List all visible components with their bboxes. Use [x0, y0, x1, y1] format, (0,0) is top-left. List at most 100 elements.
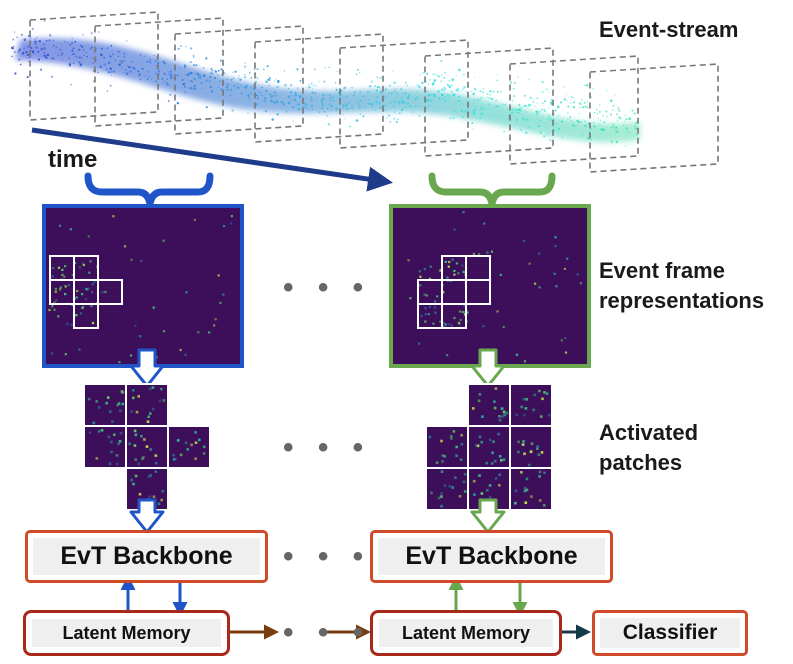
event-point: [516, 76, 519, 78]
patch-pixel: [502, 458, 506, 461]
patch-pixel: [520, 405, 523, 409]
event-point: [146, 78, 149, 80]
event-point: [351, 87, 353, 89]
event-point: [530, 104, 532, 107]
event-point: [406, 102, 410, 105]
event-point: [206, 79, 209, 82]
event-point: [192, 63, 196, 67]
event-stream: [10, 19, 640, 147]
event-point: [571, 120, 573, 123]
event-point: [440, 74, 443, 76]
event-point: [50, 57, 53, 60]
patch-pixel: [97, 406, 101, 409]
event-pixel: [112, 215, 115, 218]
patch-to-backbone-arrow-right: [470, 498, 506, 534]
event-point: [322, 97, 325, 100]
event-point: [327, 103, 330, 106]
event-point: [509, 81, 513, 84]
event-pixel: [566, 257, 569, 260]
activated-patches-label-line1: Activated: [599, 420, 699, 445]
event-point: [192, 78, 194, 80]
patch-pixel: [202, 452, 206, 455]
event-point: [388, 91, 391, 94]
event-pixel: [54, 287, 57, 290]
event-point: [36, 46, 38, 48]
event-pixel: [463, 305, 466, 308]
event-point: [261, 86, 263, 89]
event-point: [476, 99, 480, 102]
patch-pixel: [514, 489, 518, 493]
patch-pixel: [523, 413, 526, 417]
event-point: [546, 133, 549, 136]
event-point: [79, 44, 82, 47]
event-frame-left-grid: [49, 255, 123, 329]
event-stream-label: Event-stream: [599, 17, 739, 42]
frame-to-patch-arrow-left: [129, 348, 165, 388]
patch-pixel: [158, 399, 162, 403]
event-point: [418, 105, 420, 107]
patch-pixel: [493, 459, 497, 463]
patch-pixel: [194, 431, 197, 434]
event-point: [421, 71, 425, 75]
patch-pixel: [498, 418, 502, 422]
brace-blue: [84, 172, 214, 205]
event-pixel: [229, 222, 233, 225]
backbone-box-left: EvT Backbone: [25, 530, 268, 583]
event-point: [244, 62, 247, 64]
event-pixel: [179, 348, 182, 352]
event-point: [475, 89, 478, 91]
event-point: [74, 40, 77, 43]
event-point: [220, 88, 223, 91]
patch-pixel: [110, 440, 113, 444]
event-point: [570, 95, 573, 98]
event-point: [587, 122, 590, 125]
time-slice-frame: [509, 55, 639, 165]
patch-pixel: [147, 475, 151, 479]
event-point: [71, 53, 74, 56]
patch-pixel: [443, 484, 447, 487]
event-point: [612, 104, 615, 107]
event-point: [399, 112, 401, 115]
event-point: [406, 96, 410, 100]
patch-pixel: [198, 438, 201, 442]
event-point: [605, 115, 609, 118]
event-point: [374, 109, 377, 111]
event-point: [511, 99, 514, 102]
patch-pixel: [452, 430, 456, 433]
event-point: [170, 77, 173, 80]
event-point: [324, 66, 327, 69]
event-point: [29, 36, 32, 38]
event-stream-ribbon: [15, 38, 640, 143]
patch-pixel: [460, 433, 463, 437]
event-point: [164, 72, 166, 75]
time-slice-frame: [94, 17, 224, 127]
event-point: [590, 128, 593, 130]
patches-ellipsis: • • •: [283, 431, 372, 464]
event-point: [610, 141, 613, 144]
time-slice-frame: [29, 11, 159, 121]
event-point: [202, 67, 205, 69]
event-point: [417, 85, 421, 88]
event-point: [543, 135, 546, 138]
event-point: [535, 110, 537, 113]
event-point: [570, 120, 573, 122]
event-point: [548, 107, 550, 110]
patch: [468, 384, 510, 426]
event-point: [448, 94, 451, 97]
event-point: [38, 40, 40, 43]
event-point: [68, 62, 72, 66]
event-frame-right-grid: [417, 255, 491, 329]
event-point: [448, 97, 450, 100]
event-point: [185, 73, 187, 76]
event-point: [119, 60, 122, 62]
event-point: [491, 91, 494, 94]
patch-pixel: [473, 493, 476, 496]
event-point: [351, 104, 353, 107]
event-pixel: [75, 314, 78, 317]
event-point: [13, 50, 16, 54]
event-point: [164, 73, 166, 76]
patch-pixel: [525, 398, 528, 401]
event-point: [208, 80, 211, 83]
patch-pixel: [116, 403, 119, 407]
event-point: [138, 74, 141, 77]
